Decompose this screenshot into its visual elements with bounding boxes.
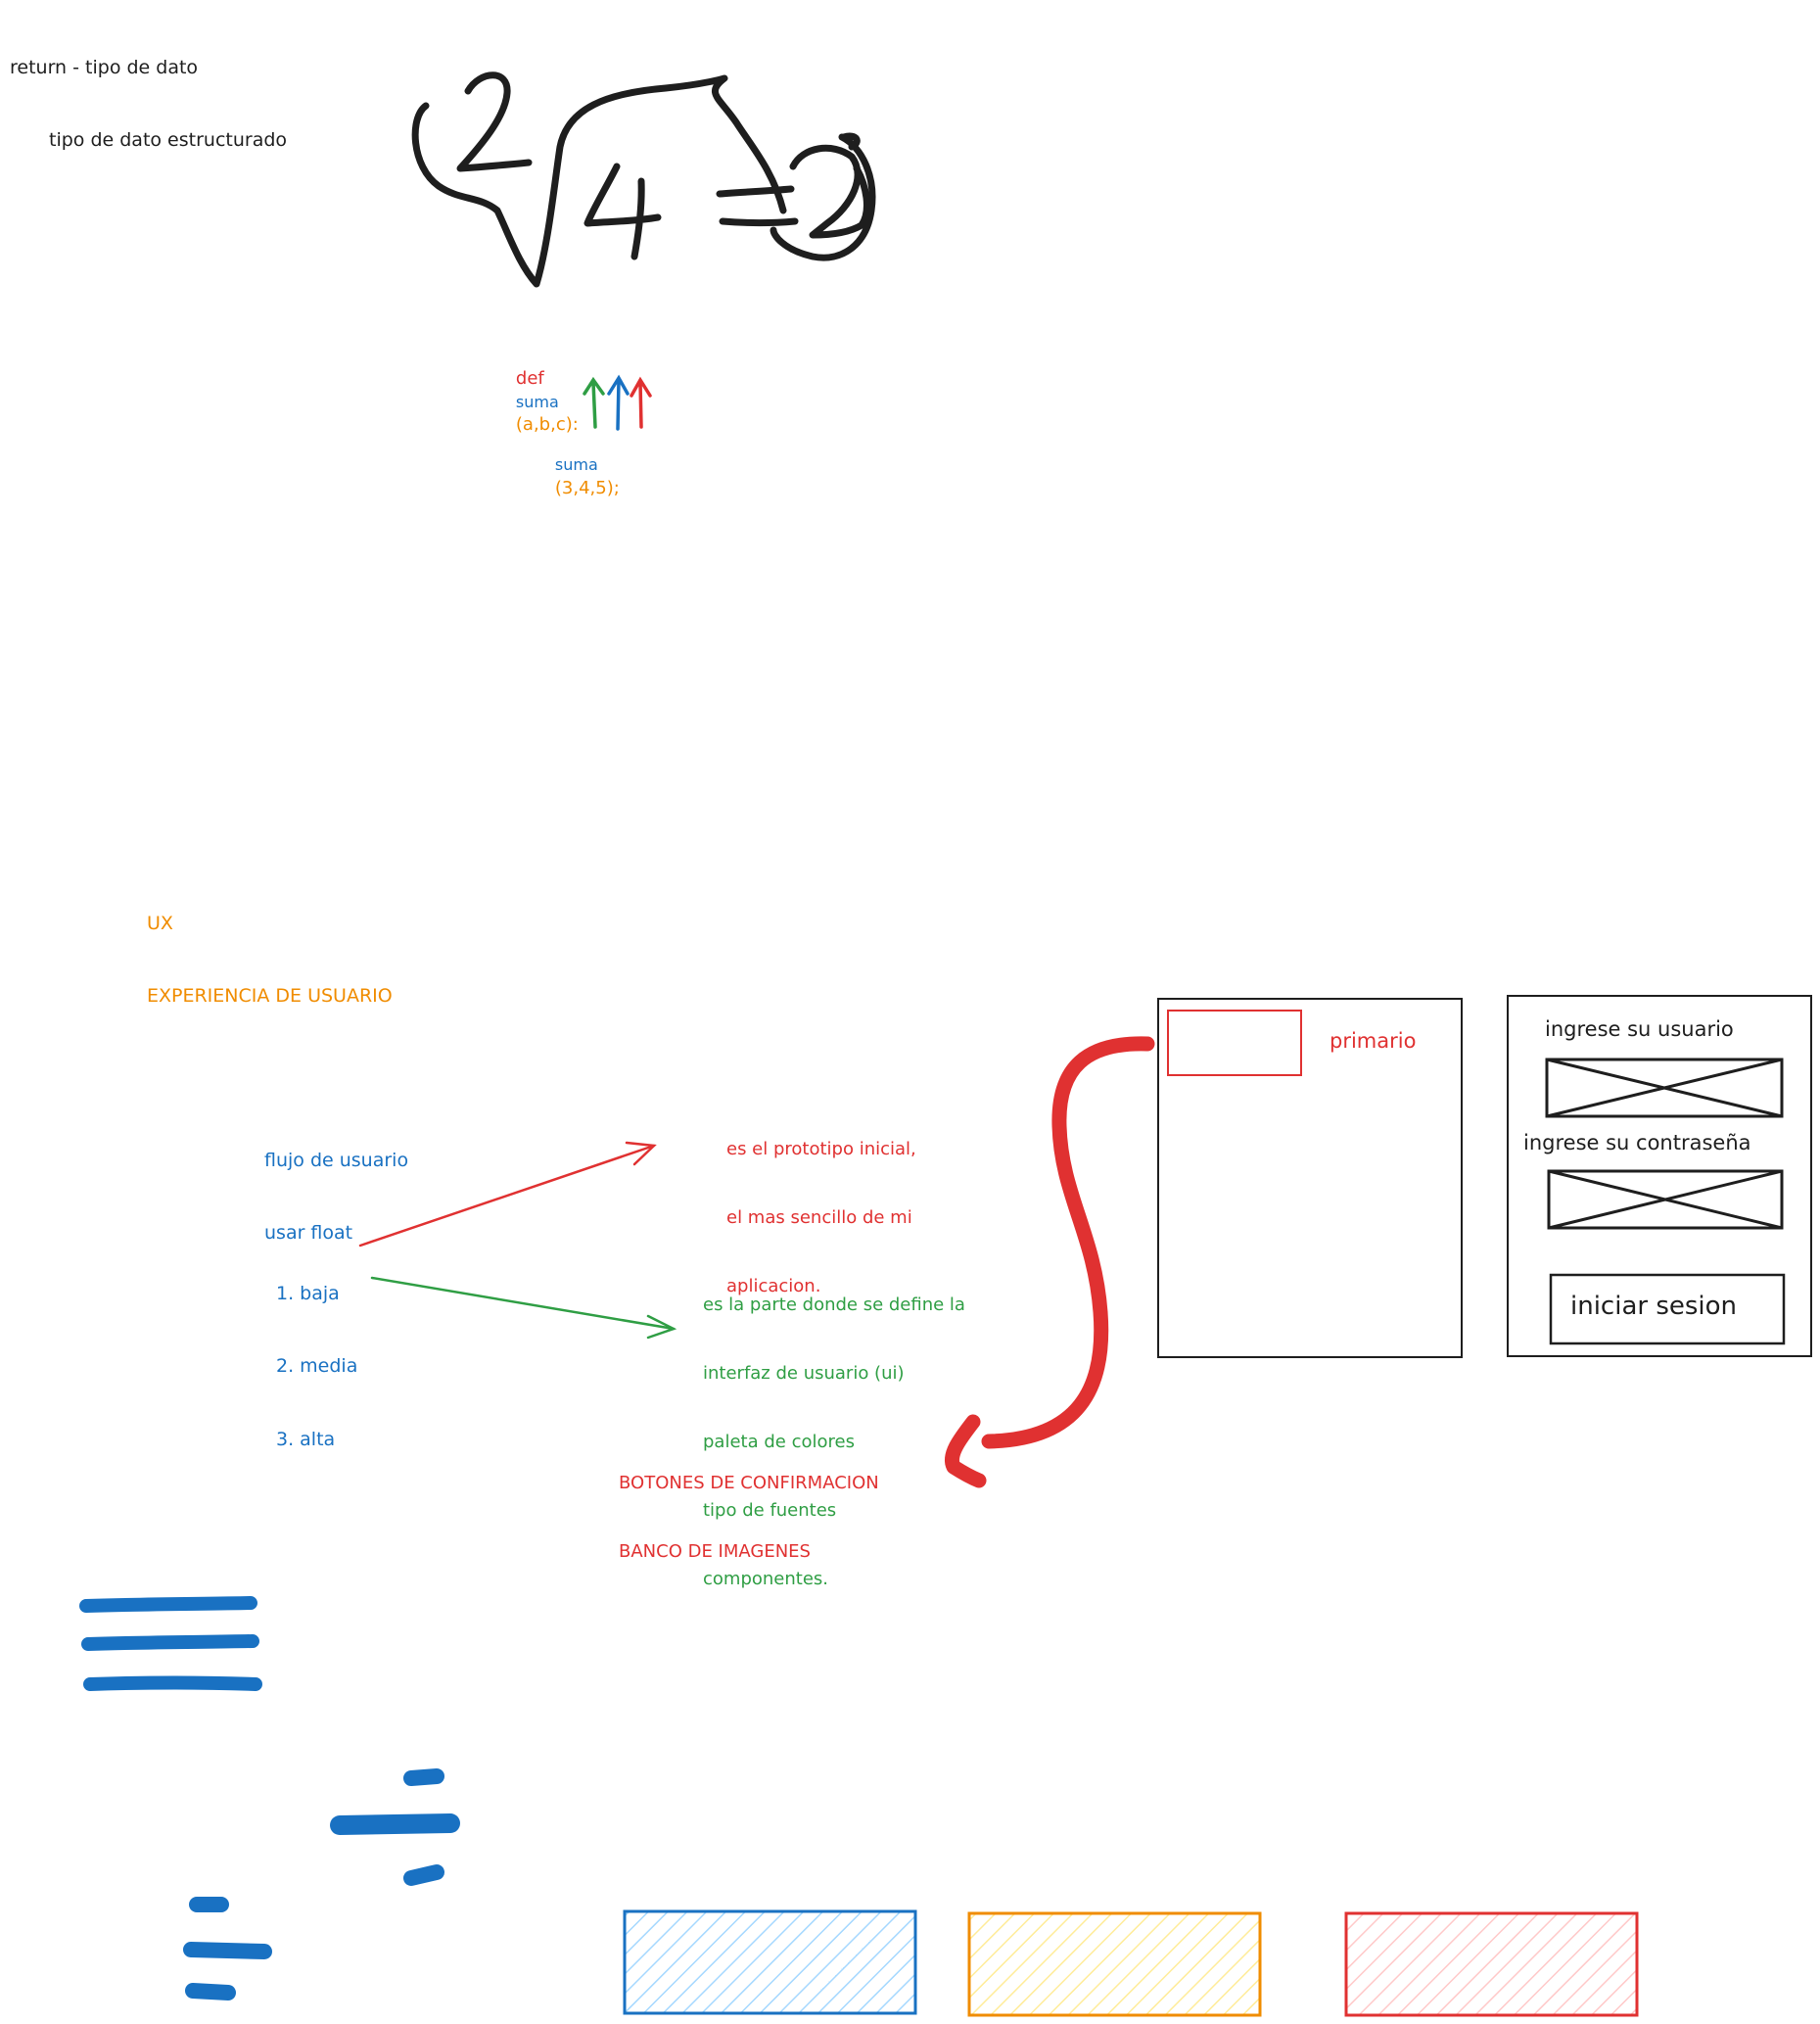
username-input-placeholder (1545, 1058, 1784, 1118)
confirmations-line: BOTONES DE CONFIRMACION (619, 1472, 879, 1493)
flow-note-line: usar float (264, 1222, 353, 1245)
flow-note: flujo de usuario usar float (264, 1101, 408, 1294)
description-line: componentes. (703, 1569, 829, 1590)
def-colon: : (572, 414, 579, 436)
ux-heading: UX EXPERIENCIA DE USUARIO (147, 864, 393, 1058)
description-line: aplicacion. (726, 1276, 821, 1297)
ux-heading-line: EXPERIENCIA DE USUARIO (147, 985, 393, 1008)
password-input-placeholder (1547, 1169, 1784, 1230)
medium-fidelity-arrow (370, 1276, 677, 1340)
login-wireframe (1507, 995, 1812, 1357)
description-line: interfaz de usuario (ui) (703, 1362, 905, 1384)
equals-sign-stroke (716, 185, 799, 226)
primary-button-placeholder (1167, 1010, 1302, 1076)
flow-note-line: flujo de usuario (264, 1150, 409, 1172)
left-aligned-lines-icon (183, 1897, 272, 2000)
description-line: paleta de colores (703, 1432, 855, 1453)
login-button-label: iniciar sesion (1570, 1292, 1738, 1321)
return-notes: return - tipo de dato tipo de dato estru… (10, 8, 287, 202)
primary-wireframe-frame (1157, 998, 1463, 1358)
right-aligned-lines-icon (330, 1768, 460, 1886)
level-item: 1. baja (276, 1283, 340, 1305)
description-line: es el prototipo inicial, (726, 1138, 916, 1159)
return-note-line: return - tipo de dato (10, 57, 199, 79)
confirmations-note: BOTONES DE CONFIRMACION BANCO DE IMAGENE… (619, 1426, 879, 1609)
fidelity-levels-list: 1. baja 2. media 3. alta (276, 1234, 357, 1500)
medium-fidelity-description: es la parte donde se define la interfaz … (703, 1247, 965, 1637)
confirmations-line: BANCO DE IMAGENES (619, 1540, 811, 1562)
hamburger-menu-icon (79, 1596, 262, 1691)
blue-param-arrow (607, 374, 630, 431)
yellow-swatch (967, 1911, 1262, 2017)
low-fidelity-description: es el prototipo inicial, el mas sencillo… (726, 1092, 916, 1343)
submit-button-frame (1549, 1273, 1786, 1345)
low-fidelity-arrow (358, 1141, 657, 1247)
def-parameters: (a,b,c) (515, 414, 573, 436)
login-wireframe-frame (1507, 995, 1812, 1357)
call-semicolon: ; (613, 477, 620, 498)
call-function-name: suma (554, 455, 598, 475)
radical-sign-stroke (411, 74, 787, 288)
root-index-two-stroke (456, 71, 533, 172)
call-arguments: (3,4,5) (554, 477, 614, 498)
primary-wireframe (1157, 998, 1463, 1358)
description-line: es la parte donde se define la (703, 1294, 965, 1315)
blue-swatch (623, 1909, 917, 2015)
param-mapping-arrows (583, 374, 652, 431)
red-param-arrow (630, 376, 652, 429)
function-call: suma (3,4,5); (533, 431, 620, 523)
password-label: ingrese su contraseña (1523, 1131, 1751, 1154)
radicand-four-stroke (583, 163, 662, 260)
return-note-line: tipo de dato estructurado (49, 129, 288, 152)
description-line: el mas sencillo de mi (726, 1206, 912, 1228)
red-swatch (1344, 1911, 1639, 2017)
username-label: ingrese su usuario (1545, 1017, 1734, 1041)
def-keyword: def (515, 368, 544, 390)
primary-label: primario (1330, 1029, 1417, 1053)
function-definition: def suma (a,b,c): (493, 345, 579, 459)
result-two-stroke (789, 144, 870, 239)
description-line: tipo de fuentes (703, 1500, 837, 1522)
def-function-name: suma (515, 392, 559, 411)
green-param-arrow (583, 376, 605, 429)
primary-to-confirmations-arrow (945, 1036, 1155, 1488)
ux-heading-line: UX (147, 913, 173, 935)
level-item: 3. alta (276, 1428, 336, 1450)
freehand-root-sketch (411, 71, 876, 288)
result-enclosure-stroke (770, 132, 876, 261)
level-item: 2. media (276, 1355, 358, 1378)
